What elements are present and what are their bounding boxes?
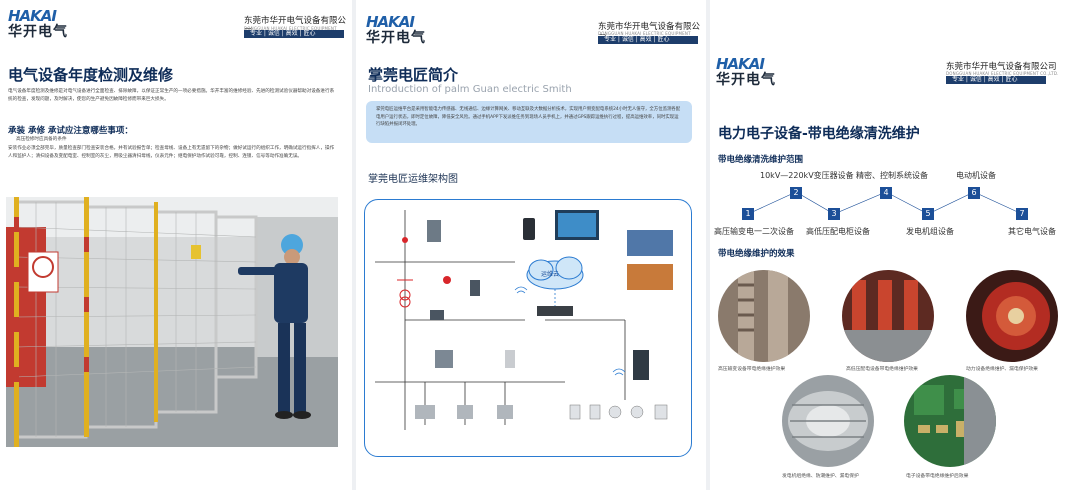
architecture-diagram: 运维云 [364,199,692,457]
slogan-bar: 专业 | 诚信 | 高效 | 匠心 [598,36,698,44]
effect-photo-electronics [904,375,996,467]
page-title: 电气设备年度检测及维修 [8,66,174,84]
section-subtitle: 高压检修时应具备的条件 [16,137,67,142]
page-subtitle-en: Introduction of palm Guan electric Smith [368,84,572,95]
step-number: 4 [880,187,892,199]
page-title: 掌莞电匠简介 [368,66,459,84]
page-title: 电力电子设备-带电绝缘清洗维护 [718,126,920,142]
slogan-bar: 专业 | 诚信 | 高效 | 匠心 [244,30,344,38]
step-number: 5 [922,208,934,220]
logo-latin: HAKAI [716,55,765,73]
effect-caption: 电子设备带电绝缘维护后效果 [906,474,969,479]
step-label: 高压输变电一二次设备 [714,227,794,236]
section-body: 安装作业必须全部完毕，质量检查部门检查安装合格，并有试验报告单；检查母线、设备上… [8,146,335,159]
section-title: 承装 承修 承试应注意哪些事项： [8,126,133,136]
logo-chinese: 华开电气 [8,24,68,40]
step-label: 其它电气设备 [1008,227,1056,236]
cloud-label: 运维云 [541,271,560,278]
step-number: 1 [742,208,754,220]
logo-chinese: 华开电气 [366,30,426,46]
step-label: 电动机设备 [956,171,996,180]
page-live-cleaning: HAKAI 华开电气 东莞市华开电气设备有限公司 DONGGUAN HUAKAI… [710,0,1080,490]
step-number: 2 [790,187,802,199]
effect-caption: 发电机组绝缘、防潮维护、漏电保护 [782,474,859,479]
effect-caption: 动力设备绝缘维护、漏电保护效果 [966,367,1038,372]
step-label: 高低压配电柜设备 [806,227,870,236]
logo-latin: HAKAI [366,13,415,31]
intro-box: 掌莞电匠运维平台是采用智能电力传感器、无线通信、边缘计算网关、移动互联及大数据分… [366,101,692,143]
brand-logo: HAKAI 华开电气 [366,14,436,48]
company-name-en: DONGGUAN HUAKAI ELECTRIC EQUIPMENT CO.,L… [946,71,1059,76]
brand-logo: HAKAI 华开电气 [8,8,78,42]
diagram-title: 掌莞电匠运维架构图 [368,174,458,185]
step-number: 6 [968,187,980,199]
slogan-bar: 专业 | 诚信 | 高效 | 匠心 [946,76,1046,84]
page-divider [352,0,356,490]
scope-title: 带电绝缘清洗维护范围 [718,155,804,165]
step-number: 3 [828,208,840,220]
page-annual-inspection: HAKAI 华开电气 东莞市华开电气设备有限公司 DONGGUAN HUAKAI… [0,0,352,490]
step-label: 精密、控制系统设备 [856,171,928,180]
step-label: 发电机组设备 [906,227,954,236]
effect-photo-transmission [718,270,810,362]
logo-chinese: 华开电气 [716,72,776,88]
intro-paragraph: 电气设备年度检测及维修是对电气设备进行全面检查、排除故障，以保证正常生产的一项必… [8,89,335,102]
inspection-photo [6,197,338,447]
step-label: 10kV—220kV变压器设备 [760,171,854,180]
effect-caption: 高压输变设备带电绝缘维护效果 [718,367,786,372]
intro-paragraph: 掌莞电匠运维平台是采用智能电力传感器、无线通信、边缘计算网关、移动互联及大数据分… [376,107,681,127]
brand-logo: HAKAI 华开电气 [716,56,786,90]
logo-latin: HAKAI [8,7,57,25]
page-divider [706,0,710,490]
effect-photo-generator [782,375,874,467]
page-platform-intro: HAKAI 华开电气 东莞市华开电气设备有限公司 DONGGUAN HUAKAI… [356,0,706,490]
step-number: 7 [1016,208,1028,220]
effect-photo-switchgear [842,270,934,362]
company-name: 东莞市华开电气设备有限公司 [946,62,1057,72]
effect-caption: 高低压配电设备带电绝缘维护效果 [846,367,918,372]
effect-photo-motor [966,270,1058,362]
effect-title: 带电绝缘维护的效果 [718,249,795,259]
